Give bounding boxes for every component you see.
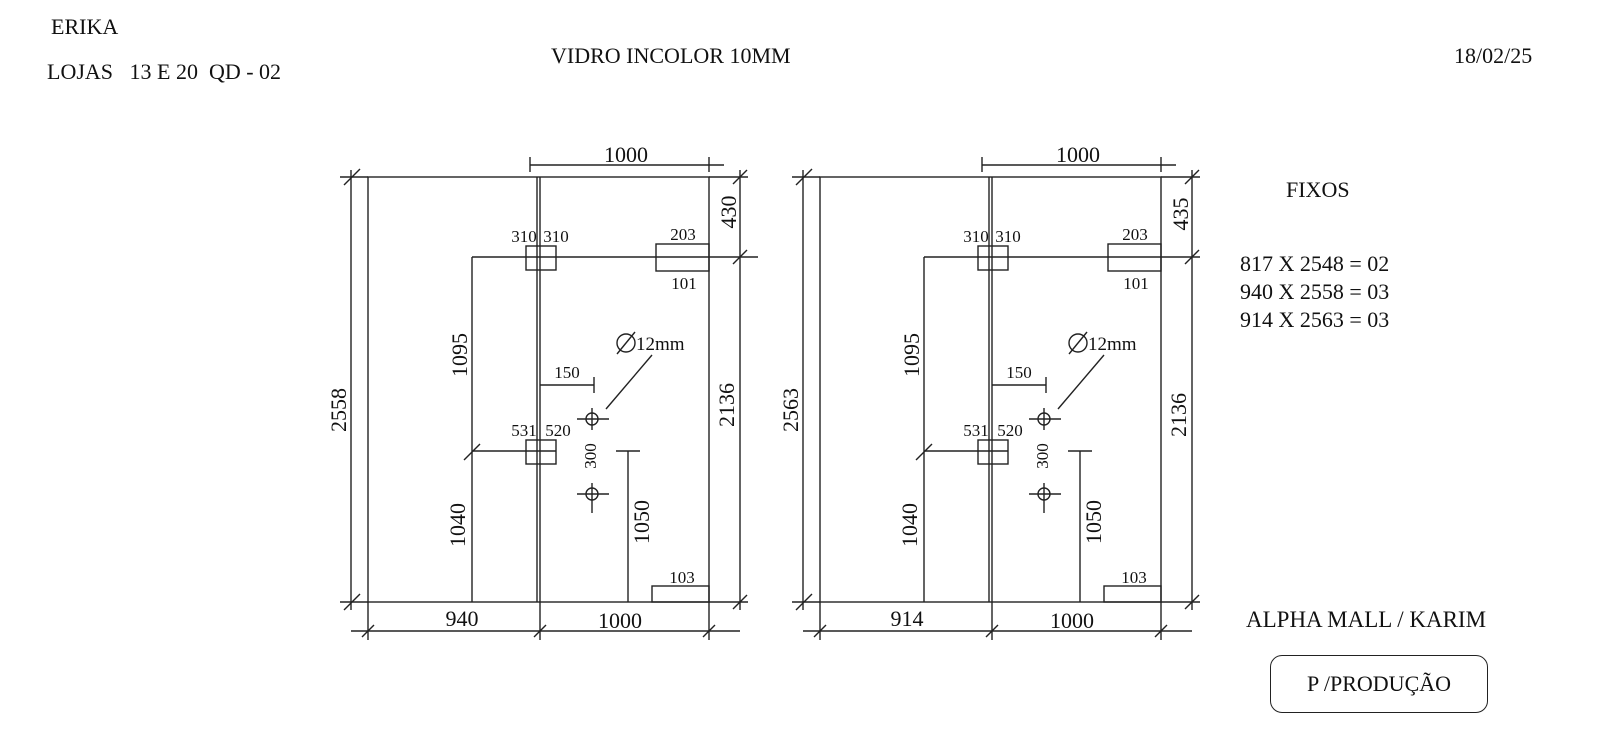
left-width-label: 940 <box>446 606 479 631</box>
patch-bottom-label: 101 <box>671 274 697 293</box>
hole-diameter-label: 12mm <box>1088 334 1137 355</box>
lower-hole-left-label: 531 <box>963 421 989 440</box>
patch-top-label: 203 <box>670 225 696 244</box>
upper-hole-right-label: 310 <box>995 227 1021 246</box>
panel-outline <box>819 176 1162 603</box>
hole-height-label: 1050 <box>629 500 654 544</box>
upper-hinge <box>977 245 1009 271</box>
fixos-item: 817 X 2548 = 02 <box>1240 251 1390 276</box>
patch-bottom-label: 101 <box>1123 274 1149 293</box>
material-title: VIDRO INCOLOR 10MM <box>551 43 791 68</box>
panel-outline <box>367 176 710 603</box>
upper-height-label: 1095 <box>447 333 472 377</box>
bottom-patch-label: 103 <box>669 568 695 587</box>
right-height-label: 2136 <box>714 383 739 427</box>
top-patch <box>1107 243 1162 272</box>
height-label: 2558 <box>326 388 351 432</box>
panel-1: 2558 1000 940 1000 430 2136 <box>326 142 758 640</box>
right-width-label: 1000 <box>1050 608 1094 633</box>
diameter-icon <box>1068 333 1088 353</box>
height-label: 2563 <box>778 388 803 432</box>
client-label: ALPHA MALL / KARIM <box>1246 607 1487 632</box>
hole-offset-label: 150 <box>1006 363 1032 382</box>
upper-hole-left-label: 310 <box>511 227 537 246</box>
panel-2: 2563 1000 914 1000 435 2136 <box>778 142 1200 640</box>
right-height-label: 2136 <box>1166 393 1191 437</box>
production-stamp: P /PRODUÇÃO <box>1270 655 1488 713</box>
lower-height-label: 1040 <box>445 503 470 547</box>
left-width-label: 914 <box>891 606 924 631</box>
patch-top-label: 203 <box>1122 225 1148 244</box>
fixos-item: 940 X 2558 = 03 <box>1240 279 1390 304</box>
right-width-label: 1000 <box>598 608 642 633</box>
upper-hole-left-label: 310 <box>963 227 989 246</box>
upper-height-label: 1095 <box>899 333 924 377</box>
hole-spacing-label: 300 <box>1033 443 1052 469</box>
fixos-list: 817 X 2548 = 02 940 X 2558 = 03 914 X 25… <box>1240 250 1389 334</box>
hole-spacing-label: 300 <box>581 443 600 469</box>
bottom-patch <box>651 585 710 603</box>
diameter-icon <box>616 333 636 353</box>
lower-height-label: 1040 <box>897 503 922 547</box>
lower-hole-left-label: 531 <box>511 421 537 440</box>
lower-hole-right-label: 520 <box>997 421 1023 440</box>
hole-offset-label: 150 <box>554 363 580 382</box>
top-width-label: 1000 <box>604 142 648 167</box>
lower-hinge <box>977 439 1009 465</box>
hole-diameter-label: 12mm <box>636 334 685 355</box>
fixos-item: 914 X 2563 = 03 <box>1240 307 1390 332</box>
upper-hinge <box>525 245 557 271</box>
client-name: ERIKA <box>51 14 119 39</box>
upper-hole-right-label: 310 <box>543 227 569 246</box>
drawing-date: 18/02/25 <box>1454 43 1533 68</box>
store-location: LOJAS 13 E 20 QD - 02 <box>47 59 282 84</box>
top-gap-label: 430 <box>716 196 741 229</box>
top-width-label: 1000 <box>1056 142 1100 167</box>
top-gap-label: 435 <box>1168 198 1193 231</box>
hole-height-label: 1050 <box>1081 500 1106 544</box>
lower-hole-right-label: 520 <box>545 421 571 440</box>
bottom-patch-label: 103 <box>1121 568 1147 587</box>
fixos-title: FIXOS <box>1286 177 1350 202</box>
lower-hinge <box>525 439 557 465</box>
bottom-patch <box>1103 585 1162 603</box>
top-patch <box>655 243 710 272</box>
